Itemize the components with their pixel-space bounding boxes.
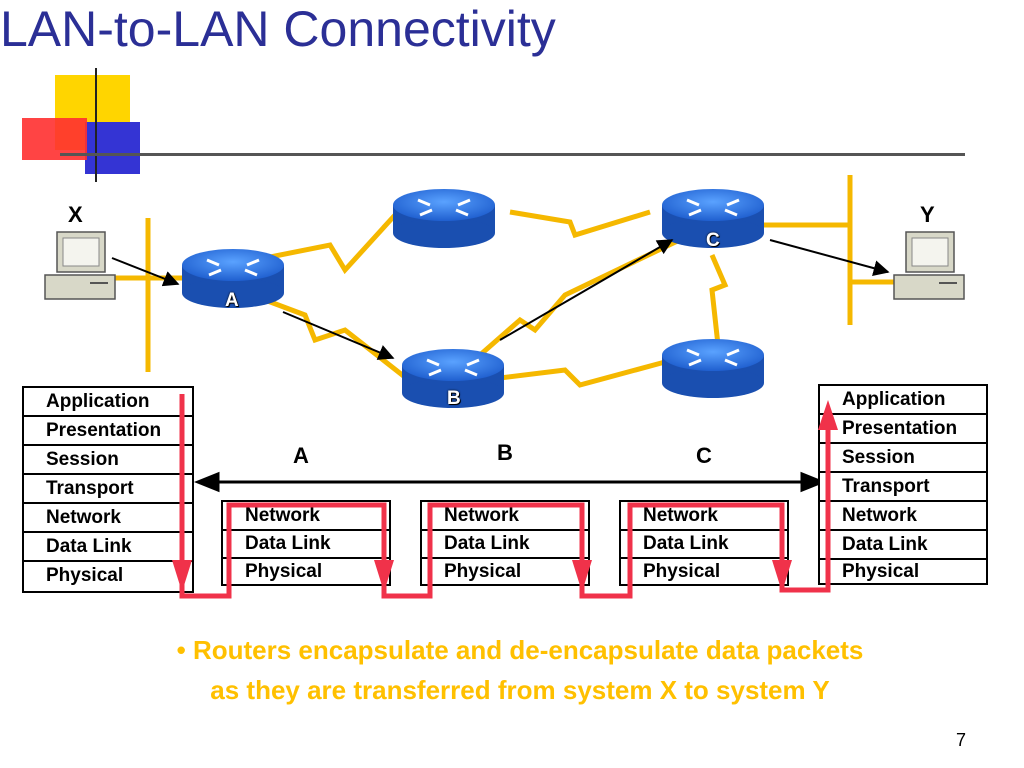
router-a-icon <box>182 249 284 308</box>
osi-layer: Physical <box>643 561 721 582</box>
packet-route-arrows <box>111 239 890 360</box>
computer-y-icon <box>893 231 965 300</box>
osi-layer: Network <box>422 502 588 531</box>
osi-layer: Network <box>24 504 192 533</box>
osi-layer: Data Link <box>820 531 986 560</box>
link-b-bottom <box>499 359 666 388</box>
host-x-osi-stack: Application Presentation Session Transpo… <box>22 386 194 593</box>
segment-b-label: B <box>497 440 513 465</box>
link-top-c <box>509 209 651 239</box>
osi-layer: Physical <box>842 561 920 582</box>
osi-layer: Data Link <box>621 530 787 559</box>
osi-layer: Transport <box>820 473 986 502</box>
bullet-line-2: as they are transferred from system X to… <box>210 675 830 705</box>
osi-layer: Data Link <box>24 533 192 562</box>
bullet-marker: • <box>176 635 186 665</box>
title-underline <box>60 153 965 156</box>
slide-bullet: • Routers encapsulate and de-encapsulate… <box>60 630 980 710</box>
network-diagram <box>44 175 965 493</box>
host-x-label: X <box>68 202 83 227</box>
osi-layer: Physical <box>245 561 323 582</box>
link-b-c <box>478 232 692 357</box>
segment-span-arrow <box>193 471 827 493</box>
computer-x-icon <box>44 231 116 300</box>
router-b-icon <box>402 349 504 408</box>
router-bottom-icon <box>662 339 764 398</box>
osi-layer: Data Link <box>422 530 588 559</box>
router-b-stack: Network Data Link Physical <box>420 500 590 586</box>
osi-layer: Physical <box>46 565 124 586</box>
osi-layer: Network <box>223 502 389 531</box>
router-a-label: A <box>225 290 239 311</box>
osi-layer: Session <box>24 446 192 475</box>
osi-layer: Network <box>621 502 787 531</box>
host-y-osi-stack: Application Presentation Session Transpo… <box>818 384 988 585</box>
router-c-icon <box>662 189 764 248</box>
host-y-label: Y <box>920 202 935 227</box>
link-a-top <box>264 213 397 275</box>
segment-c-label: C <box>696 443 712 468</box>
router-b-label: B <box>447 388 461 409</box>
osi-layer: Session <box>820 444 986 473</box>
slide-title: LAN-to-LAN Connectivity <box>0 1 556 57</box>
data-encapsulation-path <box>172 394 838 599</box>
bullet-line-1: Routers encapsulate and de-encapsulate d… <box>192 635 864 665</box>
router-top-icon <box>393 189 495 248</box>
page-number: 7 <box>955 730 966 750</box>
segment-a-label: A <box>293 443 309 468</box>
lan-segment-right <box>760 175 900 325</box>
router-a-stack: Network Data Link Physical <box>221 500 391 586</box>
osi-layer: Presentation <box>820 415 986 444</box>
osi-layer: Transport <box>24 475 192 504</box>
osi-layer: Application <box>820 386 986 415</box>
osi-layer: Presentation <box>24 417 192 446</box>
router-c-label: C <box>706 230 720 251</box>
osi-layer: Physical <box>444 561 522 582</box>
osi-layer: Network <box>820 502 986 531</box>
router-c-stack: Network Data Link Physical <box>619 500 789 586</box>
osi-layer: Data Link <box>223 530 389 559</box>
link-c-bottom <box>709 254 729 346</box>
osi-layer: Application <box>24 388 192 417</box>
